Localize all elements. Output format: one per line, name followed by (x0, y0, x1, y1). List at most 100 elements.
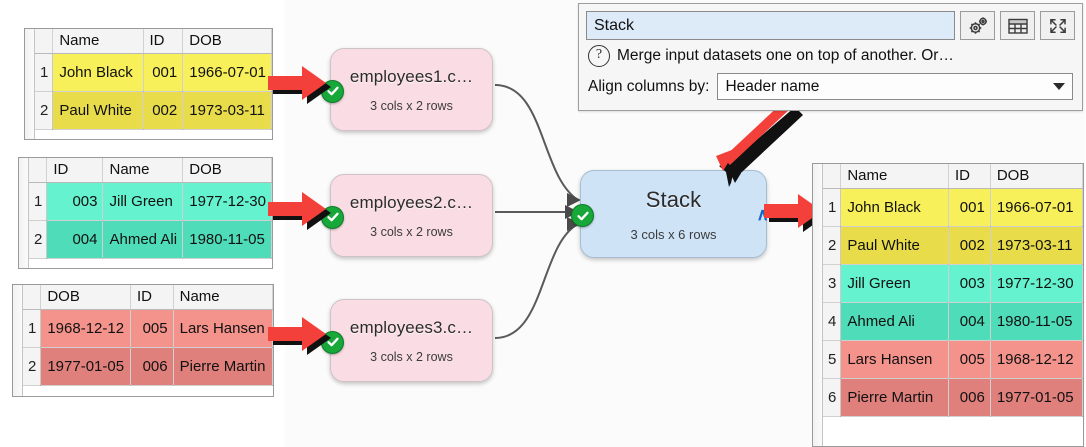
node-employees1[interactable]: employees1.c… 3 cols x 2 rows (321, 48, 493, 131)
table-2-left-scroll[interactable] (19, 158, 29, 268)
table-row[interactable]: 5 Lars Hansen 005 1968-12-12 (822, 340, 1084, 379)
output-table[interactable]: Name ID DOB 1 John Black 001 1966-07-01 … (812, 163, 1084, 447)
table-grid-icon[interactable] (1000, 11, 1035, 40)
table-3-cell[interactable]: Lars Hansen (173, 309, 274, 348)
table-row[interactable]: 1 1968-12-12 005 Lars Hansen (22, 309, 274, 348)
output-cell[interactable]: 1966-07-01 (990, 188, 1084, 227)
table-3-cell[interactable]: 006 (130, 347, 174, 386)
table-row[interactable]: 3 Jill Green 003 1977-12-30 (822, 264, 1084, 303)
table-1-rownum[interactable]: 2 (34, 91, 54, 130)
node-employees3[interactable]: employees3.c… 3 cols x 2 rows (321, 299, 493, 382)
output-header-row: Name ID DOB (822, 164, 1084, 189)
table-1-rownum[interactable]: 1 (34, 53, 54, 92)
output-cell[interactable]: 002 (948, 226, 991, 265)
table-1-col-0[interactable]: Name (52, 29, 144, 54)
table-1-cell[interactable]: Paul White (52, 91, 144, 130)
panel-name-row (579, 4, 1082, 40)
table-1-col-2[interactable]: DOB (182, 29, 272, 54)
output-cell[interactable]: Jill Green (840, 264, 949, 303)
table-row[interactable]: 2 Paul White 002 1973-03-11 (34, 91, 272, 130)
output-rownum[interactable]: 4 (822, 302, 842, 341)
table-1-cell[interactable]: 1973-03-11 (182, 91, 272, 130)
table-row[interactable]: 6 Pierre Martin 006 1977-01-05 (822, 378, 1084, 417)
input-table-2[interactable]: ID Name DOB 1 003 Jill Green 1977-12-30 … (18, 157, 273, 269)
output-rownum[interactable]: 1 (822, 188, 842, 227)
table-2-rownum[interactable]: 2 (28, 220, 48, 259)
table-row[interactable]: 4 Ahmed Ali 004 1980-11-05 (822, 302, 1084, 341)
table-row[interactable]: 2 Paul White 002 1973-03-11 (822, 226, 1084, 265)
table-row[interactable]: 1 John Black 001 1966-07-01 (822, 188, 1084, 227)
table-2-cell[interactable]: 004 (46, 220, 104, 259)
table-row[interactable]: 1 John Black 001 1966-07-01 (34, 53, 272, 92)
output-rownum[interactable]: 5 (822, 340, 842, 379)
table-2-cell[interactable]: Ahmed Ali (102, 220, 184, 259)
output-cell[interactable]: Pierre Martin (840, 378, 949, 417)
output-col-1[interactable]: ID (948, 164, 991, 189)
table-2-cell[interactable]: 003 (46, 182, 104, 221)
output-cell[interactable]: John Black (840, 188, 949, 227)
table-1-cell[interactable]: 1966-07-01 (182, 53, 272, 92)
output-rownum[interactable]: 6 (822, 378, 842, 417)
node-employees1-subtitle: 3 cols x 2 rows (370, 98, 453, 113)
table-3-rownum[interactable]: 1 (22, 309, 42, 348)
output-cell[interactable]: Paul White (840, 226, 949, 265)
table-2-col-2[interactable]: DOB (182, 158, 272, 183)
table-2-col-1[interactable]: Name (102, 158, 184, 183)
output-cell[interactable]: 1980-11-05 (990, 302, 1084, 341)
table-3-cell[interactable]: 1968-12-12 (40, 309, 131, 348)
table-1-cell[interactable]: 002 (143, 91, 184, 130)
input-table-1[interactable]: Name ID DOB 1 John Black 001 1966-07-01 … (24, 28, 273, 140)
expand-icon[interactable] (1040, 11, 1075, 40)
table-1-cell[interactable]: 001 (143, 53, 184, 92)
panel-description-row: ? Merge input datasets one on top of ano… (579, 40, 1082, 67)
table-3-rownum[interactable]: 2 (22, 347, 42, 386)
table-3-cell[interactable]: Pierre Martin (173, 347, 274, 386)
table-3-col-1[interactable]: ID (130, 285, 174, 310)
table-row[interactable]: 2 1977-01-05 006 Pierre Martin (22, 347, 274, 386)
node-stack-subtitle: 3 cols x 6 rows (630, 226, 717, 242)
table-row[interactable]: 1 003 Jill Green 1977-12-30 (28, 182, 272, 221)
status-ok-icon (321, 330, 344, 354)
output-rownum[interactable]: 3 (822, 264, 842, 303)
output-col-0[interactable]: Name (840, 164, 949, 189)
table-row[interactable]: 2 004 Ahmed Ali 1980-11-05 (28, 220, 272, 259)
output-cell[interactable]: 001 (948, 188, 991, 227)
output-table-left-scroll[interactable] (813, 164, 823, 446)
table-2-cell[interactable]: 1980-11-05 (182, 220, 272, 259)
table-2-cell[interactable]: Jill Green (102, 182, 184, 221)
properties-panel[interactable]: ? Merge input datasets one on top of ano… (578, 3, 1083, 111)
align-columns-select[interactable]: Header name (717, 73, 1073, 100)
input-table-3[interactable]: DOB ID Name 1 1968-12-12 005 Lars Hansen… (12, 284, 274, 397)
table-1-cell[interactable]: John Black (52, 53, 144, 92)
table-2-rownum[interactable]: 1 (28, 182, 48, 221)
output-cell[interactable]: 006 (948, 378, 991, 417)
table-3-col-2[interactable]: Name (173, 285, 274, 310)
chevron-down-icon (1053, 83, 1065, 90)
output-cell[interactable]: 1977-01-05 (990, 378, 1084, 417)
output-cell[interactable]: Ahmed Ali (840, 302, 949, 341)
table-3-left-scroll[interactable] (13, 285, 23, 396)
output-cell[interactable]: 003 (948, 264, 991, 303)
output-cell[interactable]: 005 (948, 340, 991, 379)
output-cell[interactable]: Lars Hansen (840, 340, 949, 379)
table-3-col-0[interactable]: DOB (40, 285, 131, 310)
node-employees2[interactable]: employees2.c… 3 cols x 2 rows (321, 174, 493, 257)
output-cell[interactable]: 004 (948, 302, 991, 341)
table-1-left-scroll[interactable] (25, 29, 35, 139)
output-cell[interactable]: 1968-12-12 (990, 340, 1084, 379)
question-icon[interactable]: ? (588, 45, 610, 67)
table-1-col-1[interactable]: ID (143, 29, 184, 54)
table-3-cell[interactable]: 005 (130, 309, 174, 348)
settings-gears-icon[interactable] (960, 11, 995, 40)
output-rownum[interactable]: 2 (822, 226, 842, 265)
table-3-cell[interactable]: 1977-01-05 (40, 347, 131, 386)
output-cell[interactable]: 1977-12-30 (990, 264, 1084, 303)
node-stack[interactable]: Stack 3 cols x 6 rows ∧ (571, 170, 769, 258)
table-2-cell[interactable]: 1977-12-30 (182, 182, 272, 221)
item-name-input[interactable] (586, 11, 955, 40)
table-1-header-row: Name ID DOB (34, 29, 272, 54)
table-2-col-0[interactable]: ID (46, 158, 104, 183)
table-1-grid: Name ID DOB 1 John Black 001 1966-07-01 … (34, 29, 272, 130)
output-cell[interactable]: 1973-03-11 (990, 226, 1084, 265)
output-col-2[interactable]: DOB (990, 164, 1084, 189)
